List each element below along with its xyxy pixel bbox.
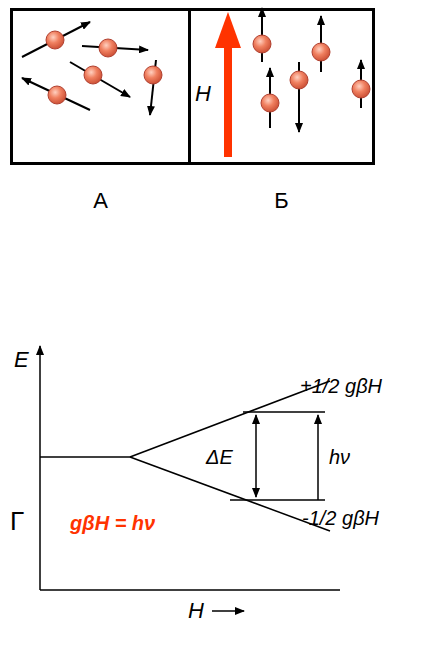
panel-label: А bbox=[13, 190, 188, 212]
level-label: -1/2 gβH bbox=[302, 508, 379, 528]
aligned-spins bbox=[253, 8, 370, 132]
level-label: +1/2 gβH bbox=[300, 376, 382, 396]
spin-panel: А bbox=[10, 8, 191, 165]
spin-panel: HБ bbox=[188, 8, 375, 165]
zeeman-levels bbox=[40, 381, 330, 531]
axis-label: E bbox=[14, 349, 29, 371]
axis-label: H bbox=[188, 600, 204, 622]
field-arrow bbox=[215, 12, 241, 157]
panel-letter: Г bbox=[10, 508, 24, 534]
axes bbox=[40, 346, 340, 611]
random-spins bbox=[22, 22, 162, 115]
panel-label: H bbox=[195, 83, 211, 105]
photon-label: hν bbox=[329, 447, 350, 467]
gap-label: ΔE bbox=[206, 447, 233, 467]
panel-label: Б bbox=[191, 190, 372, 212]
resonance-condition: gβH = hν bbox=[70, 513, 155, 533]
